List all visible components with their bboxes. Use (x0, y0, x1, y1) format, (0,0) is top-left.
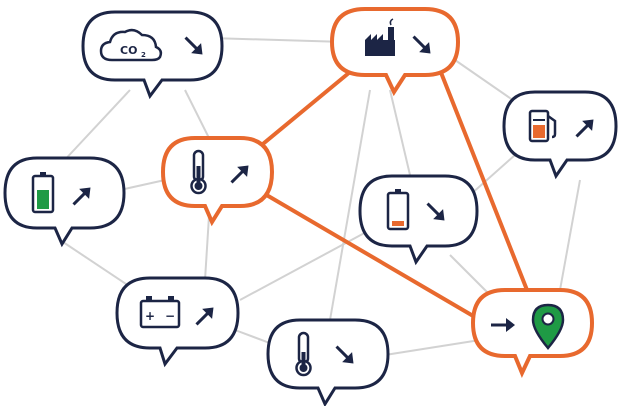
battery-minus-label: − (165, 309, 175, 323)
link-battery-temp (119, 179, 166, 191)
link-battery-carbattery (59, 239, 136, 291)
link-co2-factory (209, 37, 346, 43)
arrow-down-right-icon (412, 35, 431, 54)
thermometer-icon (295, 331, 312, 377)
speech-bubble (502, 90, 618, 180)
speech-bubble (3, 156, 126, 248)
highlighted-route (256, 68, 529, 322)
speech-bubble (470, 288, 595, 378)
cloud-icon (99, 28, 163, 62)
link-factory-batterylow (389, 89, 411, 176)
location-pin-icon (531, 303, 565, 350)
battery-low-icon (386, 189, 410, 231)
arrow-up-right-icon (230, 165, 249, 184)
link-carbattery-batterylow (239, 229, 371, 301)
thermometer-icon (190, 149, 207, 195)
node-fuel[interactable] (502, 90, 618, 180)
factory-icon (365, 18, 395, 56)
car-battery-icon: + − (139, 296, 181, 329)
route-factory-location (438, 68, 529, 292)
node-co2[interactable]: CO 2 (81, 10, 224, 100)
link-batterylow-location (449, 254, 491, 296)
arrow-right-icon (491, 318, 515, 332)
node-temperature-down[interactable] (266, 318, 390, 406)
arrow-up-right-icon (195, 307, 214, 326)
link-fuel-batterylow (469, 154, 516, 196)
link-factory-tempdown (329, 89, 371, 321)
node-battery-low[interactable] (358, 174, 479, 266)
link-fuel-location (559, 179, 581, 291)
arrow-up-right-icon (72, 187, 91, 206)
battery-plus-label: + (145, 309, 155, 323)
arrow-down-right-icon (184, 36, 203, 55)
speech-bubble (266, 318, 390, 406)
speech-bubble (358, 174, 479, 266)
node-location[interactable] (470, 288, 595, 378)
node-temperature-up[interactable] (160, 136, 275, 227)
link-co2-battery-full (59, 89, 131, 166)
link-co2-temp (184, 89, 211, 141)
route-temp-factory (256, 70, 352, 150)
arrow-down-right-icon (335, 345, 354, 364)
arrow-down-right-icon (426, 202, 445, 221)
speech-bubble (160, 136, 275, 227)
route-temp-location (256, 188, 482, 322)
link-tempdown-location (384, 339, 481, 356)
co2-subscript: 2 (141, 51, 146, 59)
node-battery-full[interactable] (3, 156, 126, 248)
link-factory-fuel (454, 59, 521, 106)
co2-label: CO (120, 44, 137, 57)
arrow-up-right-icon (575, 119, 594, 138)
node-factory[interactable] (329, 7, 461, 97)
node-car-battery[interactable]: + − (115, 276, 240, 368)
battery-full-icon (31, 172, 55, 214)
fuel-pump-icon (528, 109, 557, 143)
